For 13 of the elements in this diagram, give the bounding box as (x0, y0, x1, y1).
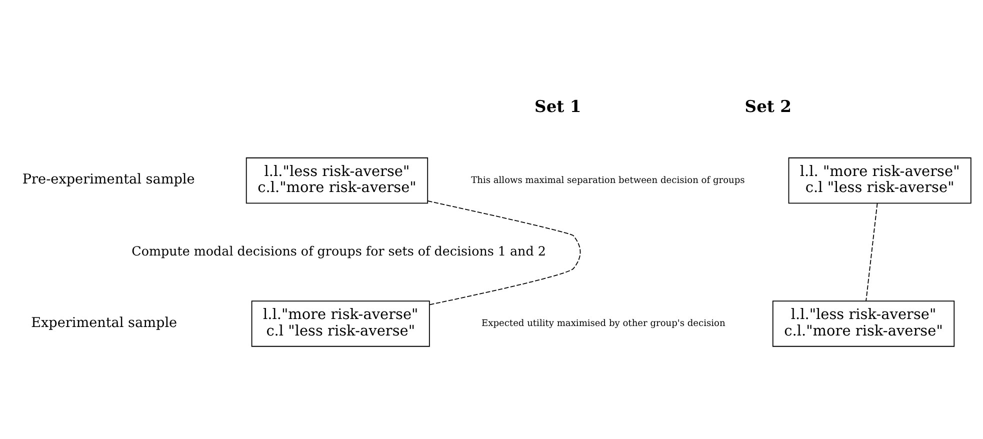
connector (866, 202, 878, 302)
label: Experimental sample (31, 314, 178, 331)
label: Compute modal decisions of groups for sets of decisions 1 and 2 (132, 243, 546, 258)
label: Expected utility maximised by other group's decision (482, 318, 726, 329)
node-box: l.l."less risk-averse" c.l."more risk-averse" (246, 157, 428, 204)
label: Pre-experimental sample (22, 172, 195, 188)
connector (427, 200, 581, 306)
label: Set 1 (534, 97, 582, 116)
label: This allows maximal separation between decision of groups (471, 176, 745, 186)
node-box: l.l."less risk-averse" c.l."more risk-averse" (772, 300, 955, 347)
node-box: l.l. "more risk-averse" c.l "less risk-averse" (788, 157, 972, 204)
node-box: l.l."more risk-averse" c.l "less risk-averse" (251, 300, 430, 347)
label: Set 2 (744, 97, 792, 116)
